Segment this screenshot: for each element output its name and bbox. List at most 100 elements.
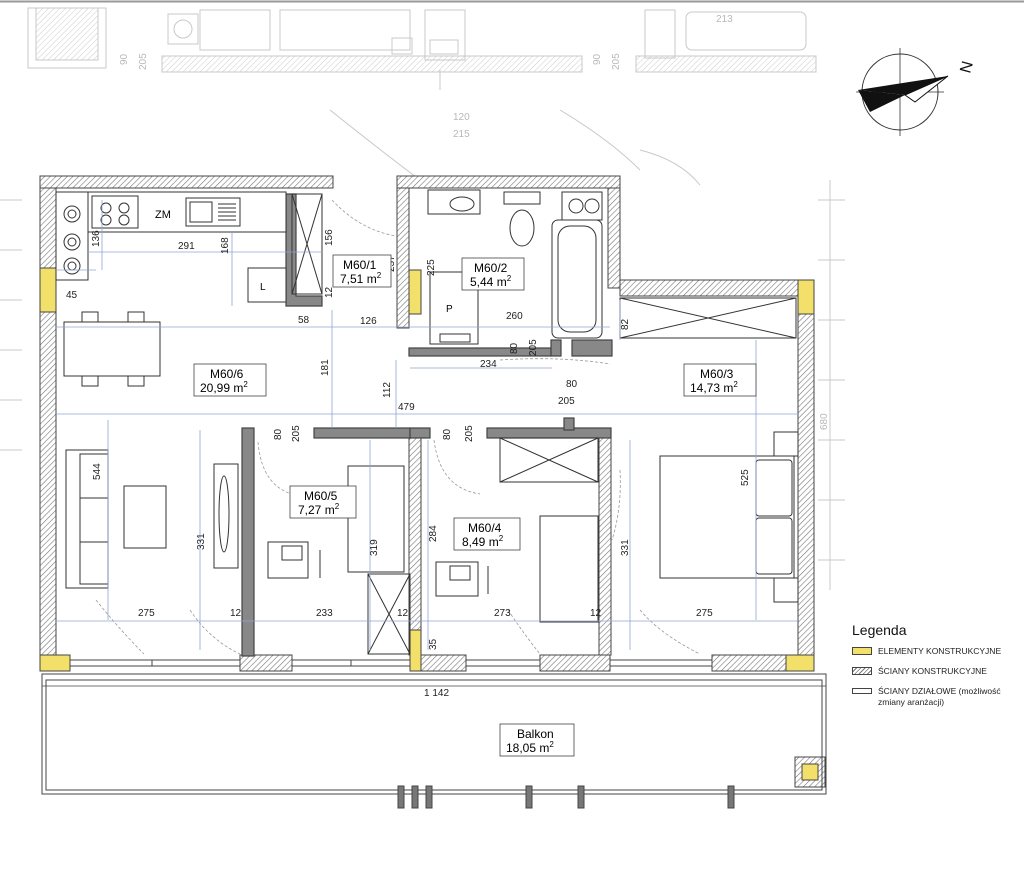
neighbour-plan-top [0,7,845,590]
svg-text:M60/1: M60/1 [343,258,377,272]
svg-text:284: 284 [428,525,439,542]
svg-text:275: 275 [696,608,713,619]
room-label-m60-1: M60/1 7,51 m2 [332,254,392,288]
svg-text:7,27 m2: 7,27 m2 [298,502,340,517]
svg-text:80: 80 [273,428,284,440]
svg-text:Balkon: Balkon [517,727,554,741]
bedroom-3-bed [659,431,799,603]
legend-label: ELEMENTY KONSTRUKCYJNE [878,646,1002,656]
svg-text:205: 205 [291,425,302,442]
kitchen-l-label: L [260,282,266,293]
desks [267,465,599,623]
svg-text:M60/5: M60/5 [304,489,338,503]
svg-text:291: 291 [178,241,195,252]
room-label-m60-4: M60/4 8,49 m2 [453,517,521,551]
balcony-outline [41,673,827,809]
svg-text:213: 213 [716,14,733,25]
bath-p-label: P [446,304,453,315]
windows [69,659,713,667]
svg-text:M60/2: M60/2 [474,261,508,275]
svg-text:275: 275 [138,608,155,619]
svg-text:126: 126 [360,316,377,327]
svg-text:331: 331 [196,533,207,550]
svg-text:M60/4: M60/4 [468,521,502,535]
kitchen-fixtures [55,191,323,303]
svg-text:205: 205 [464,425,475,442]
svg-text:80: 80 [566,379,578,390]
svg-text:544: 544 [92,463,103,480]
svg-text:260: 260 [506,311,523,322]
svg-text:12: 12 [397,608,409,619]
north-label: N [957,59,976,75]
svg-text:181: 181 [320,359,331,376]
svg-text:12: 12 [230,608,242,619]
room-label-balkon: Balkon 18,05 m2 [499,723,575,757]
svg-text:M60/6: M60/6 [210,367,244,381]
room-label-m60-3: M60/3 14,73 m2 [683,363,757,397]
dining-table [63,311,161,387]
legend: Legenda ELEMENTY KONSTRUKCYJNE ŚCIANY KO… [852,622,1022,717]
svg-text:120: 120 [453,112,470,123]
background-dimensions: 90 205 90 205 120 215 680 213 [119,14,830,430]
legend-item-partition-walls: ŚCIANY DZIAŁOWE (możliwość zmiany aranża… [852,686,1022,708]
svg-text:112: 112 [382,382,393,398]
svg-text:45: 45 [66,290,78,301]
room-label-m60-2: M60/2 5,44 m2 [461,257,525,291]
structural-elements [39,267,826,788]
svg-text:80: 80 [442,428,453,440]
wall-swatch-icon [852,688,872,694]
svg-text:80: 80 [509,342,520,354]
svg-text:35: 35 [428,638,439,650]
legend-item-structural-elements: ELEMENTY KONSTRUKCYJNE [852,646,1022,657]
svg-text:7,51 m2: 7,51 m2 [340,271,382,286]
svg-text:136: 136 [91,230,102,247]
svg-text:168: 168 [220,237,231,254]
dimension-lines [42,200,826,687]
svg-text:8,49 m2: 8,49 m2 [462,534,504,549]
bathroom-fixtures [427,189,603,345]
structural-walls [39,175,815,672]
legend-title: Legenda [852,622,907,638]
svg-text:680: 680 [819,413,830,430]
svg-text:215: 215 [453,129,470,140]
svg-text:319: 319 [369,539,380,556]
room-label-m60-5: M60/5 7,27 m2 [289,485,357,519]
svg-text:82: 82 [620,318,631,330]
svg-text:205: 205 [528,339,539,356]
svg-text:18,05 m2: 18,05 m2 [506,740,554,755]
coffee-table [123,485,167,549]
svg-text:58: 58 [298,315,310,326]
svg-text:273: 273 [494,608,511,619]
svg-text:14,73 m2: 14,73 m2 [690,380,738,395]
svg-text:225: 225 [426,259,437,276]
door-swings [95,199,701,655]
svg-text:156: 156 [324,229,335,246]
wardrobes [367,297,797,655]
kitchen-zm-label: ZM [155,209,171,221]
svg-text:331: 331 [620,539,631,556]
svg-text:237: 237 [386,255,397,272]
svg-text:205: 205 [611,53,622,70]
svg-text:479: 479 [398,402,415,413]
svg-text:525: 525 [740,469,751,486]
room-label-m60-6: M60/6 20,99 m2 [193,363,267,397]
svg-text:90: 90 [592,53,603,65]
svg-text:205: 205 [138,53,149,70]
north-arrow-icon [856,48,949,136]
svg-text:M60/3: M60/3 [700,367,734,381]
hatch-swatch-icon [852,667,872,675]
yellow-swatch-icon [852,647,872,655]
svg-text:20,99 m2: 20,99 m2 [200,380,248,395]
svg-text:90: 90 [119,53,130,65]
legend-item-structural-walls: ŚCIANY KONSTRUKCYJNE [852,666,1022,677]
tv-stand [213,463,239,569]
legend-label: ŚCIANY KONSTRUKCYJNE [878,666,987,676]
svg-text:234: 234 [480,359,497,370]
svg-text:12: 12 [324,286,335,298]
svg-text:1 142: 1 142 [424,688,449,699]
svg-text:12: 12 [590,608,602,619]
svg-text:233: 233 [316,608,333,619]
svg-text:5,44 m2: 5,44 m2 [470,274,512,289]
svg-text:205: 205 [558,396,575,407]
